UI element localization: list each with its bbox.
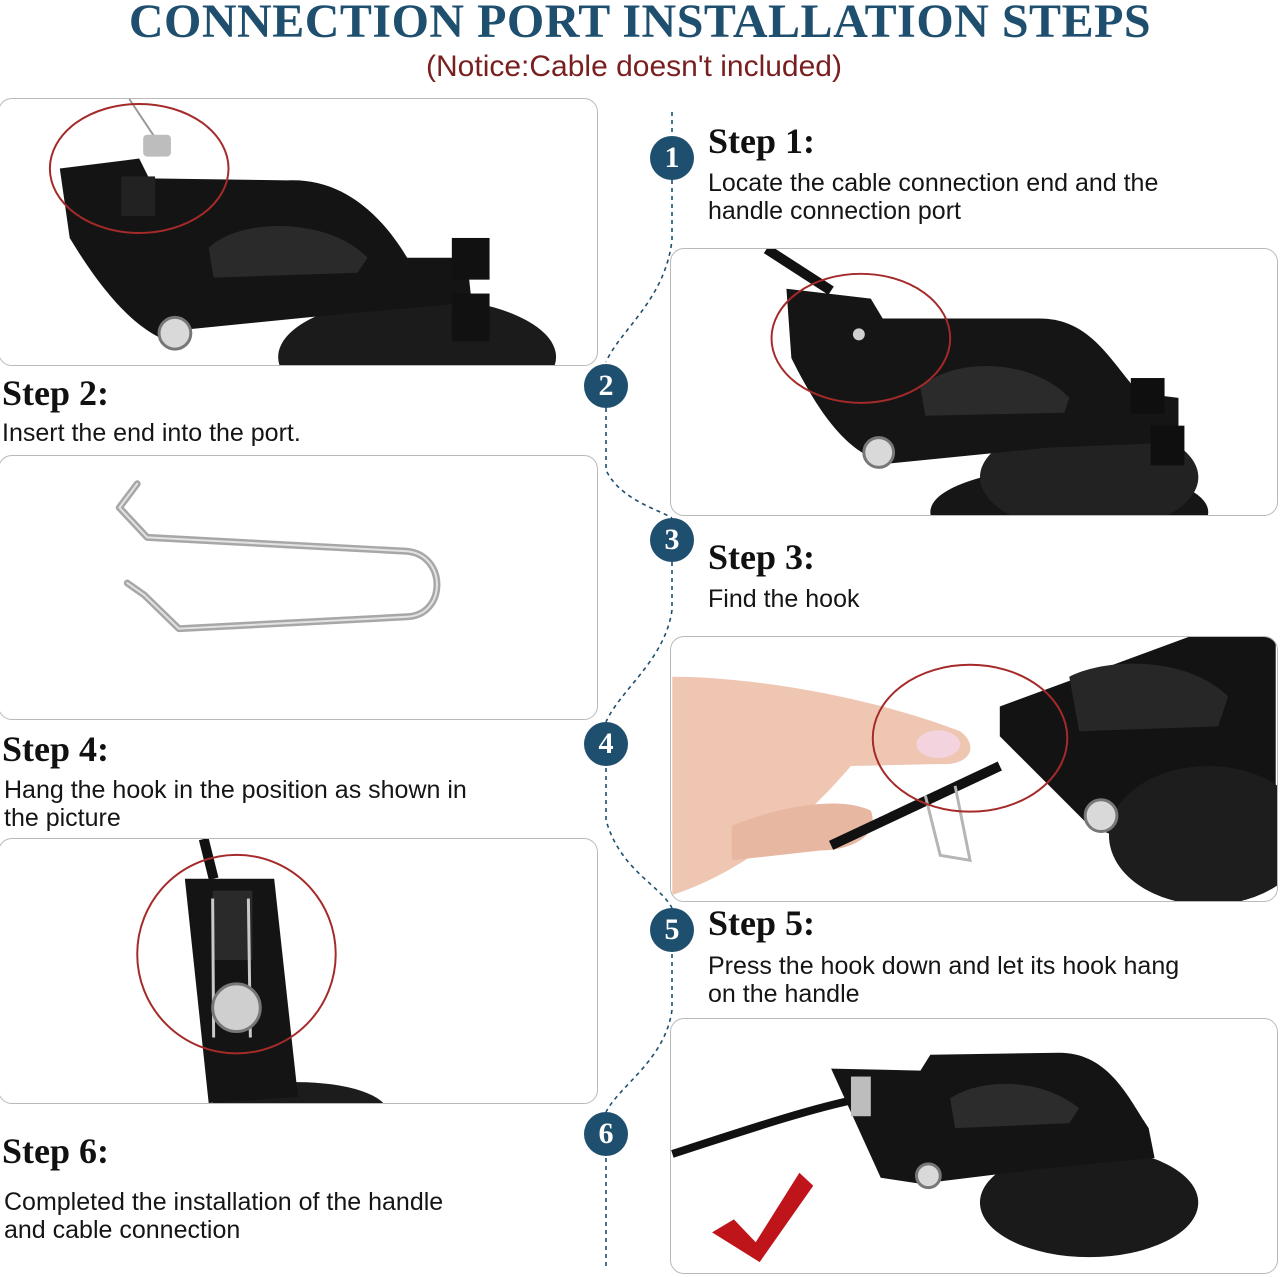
step-4-title: Step 4: xyxy=(2,729,109,769)
step-5-photo xyxy=(0,838,598,1104)
step-1-description: Locate the cable connection end and the … xyxy=(708,169,1268,225)
step-badge-1: 1 xyxy=(650,136,694,180)
hook-illustration xyxy=(115,480,441,633)
step-6-title: Step 6: xyxy=(2,1131,109,1171)
step-badge-4: 4 xyxy=(584,722,628,766)
step-badge-5: 5 xyxy=(650,908,694,952)
step-5-desc-line-2: on the handle xyxy=(708,980,860,1008)
step-badge-6: 6 xyxy=(584,1112,628,1156)
step-5-description: Press the hook down and let its hook han… xyxy=(708,952,1278,1008)
step-1-title: Step 1: xyxy=(708,121,815,161)
step-2-title: Step 2: xyxy=(2,373,109,413)
step-4-photo xyxy=(670,636,1278,902)
step-1-photo xyxy=(0,98,598,366)
completed-installation-illustration xyxy=(671,1052,1199,1263)
handle-port-illustration xyxy=(48,99,557,365)
step-badge-3: 3 xyxy=(650,518,694,562)
step-6-description: Completed the installation of the handle… xyxy=(4,1188,574,1244)
step-4-desc-line-2: the picture xyxy=(4,804,121,832)
step-4-description: Hang the hook in the position as shown i… xyxy=(4,776,574,832)
step-2-desc-line-1: Insert the end into the port. xyxy=(2,419,301,447)
step-5-title: Step 5: xyxy=(708,903,815,943)
step-3-title: Step 3: xyxy=(708,537,815,577)
step-5-desc-line-1: Press the hook down and let its hook han… xyxy=(708,952,1180,980)
step-3-description: Find the hook xyxy=(708,585,1268,613)
cable-inserted-illustration xyxy=(763,249,1209,515)
step-badge-2: 2 xyxy=(584,364,628,408)
step-6-desc-line-2: and cable connection xyxy=(4,1216,241,1244)
step-2-description: Insert the end into the port. xyxy=(2,419,562,447)
press-hook-illustration xyxy=(136,839,384,1103)
step-1-desc-line-1: Locate the cable connection end and the xyxy=(708,169,1159,197)
step-3-photo xyxy=(0,455,598,720)
step-6-desc-line-1: Completed the installation of the handle xyxy=(4,1188,444,1216)
step-2-photo xyxy=(670,248,1278,516)
hang-hook-illustration xyxy=(672,637,1277,901)
step-6-photo xyxy=(670,1018,1278,1274)
step-1-desc-line-2: handle connection port xyxy=(708,197,961,225)
step-4-desc-line-1: Hang the hook in the position as shown i… xyxy=(4,776,467,804)
step-3-desc-line-1: Find the hook xyxy=(708,585,860,613)
page-title: CONNECTION PORT INSTALLATION STEPS xyxy=(128,0,1152,48)
notice-text: (Notice:Cable doesn't included) xyxy=(426,50,842,83)
